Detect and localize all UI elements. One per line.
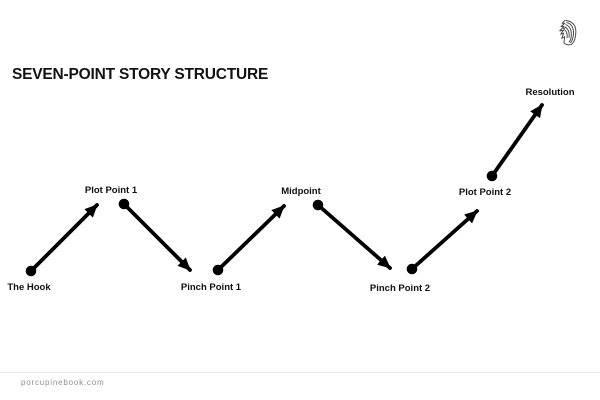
arc-arrow-4 [410, 209, 479, 271]
node-label-pinch-point-1: Pinch Point 1 [180, 282, 242, 293]
arc-arrow-2 [216, 204, 286, 272]
arc-dots [25, 170, 498, 277]
arc-arrow-0 [29, 203, 99, 273]
porcupine-logo-icon [559, 19, 577, 46]
arc-arrow-5 [490, 103, 544, 178]
arc-arrows [29, 103, 544, 273]
page-title: SEVEN-POINT STORY STRUCTURE [12, 66, 269, 83]
node-label-resolution: Resolution [525, 87, 575, 98]
node-label-midpoint: Midpoint [281, 186, 321, 197]
website-url: porcupinebook.com [21, 378, 105, 387]
node-dot-plot-point-2 [486, 170, 498, 182]
node-dot-pinch-point-1 [212, 264, 224, 276]
node-label-plot-point-2: Plot Point 2 [458, 187, 512, 198]
node-dot-midpoint [312, 199, 324, 211]
node-label-the-hook: The Hook [7, 282, 51, 293]
footer-divider [0, 372, 600, 373]
arc-arrow-1 [122, 202, 192, 272]
node-dot-the-hook [25, 265, 37, 277]
node-dot-plot-point-1 [118, 198, 130, 210]
node-dot-pinch-point-2 [406, 263, 418, 275]
arc-arrow-3 [316, 203, 392, 270]
node-label-plot-point-1: Plot Point 1 [84, 185, 138, 196]
node-label-pinch-point-2: Pinch Point 2 [369, 283, 431, 294]
